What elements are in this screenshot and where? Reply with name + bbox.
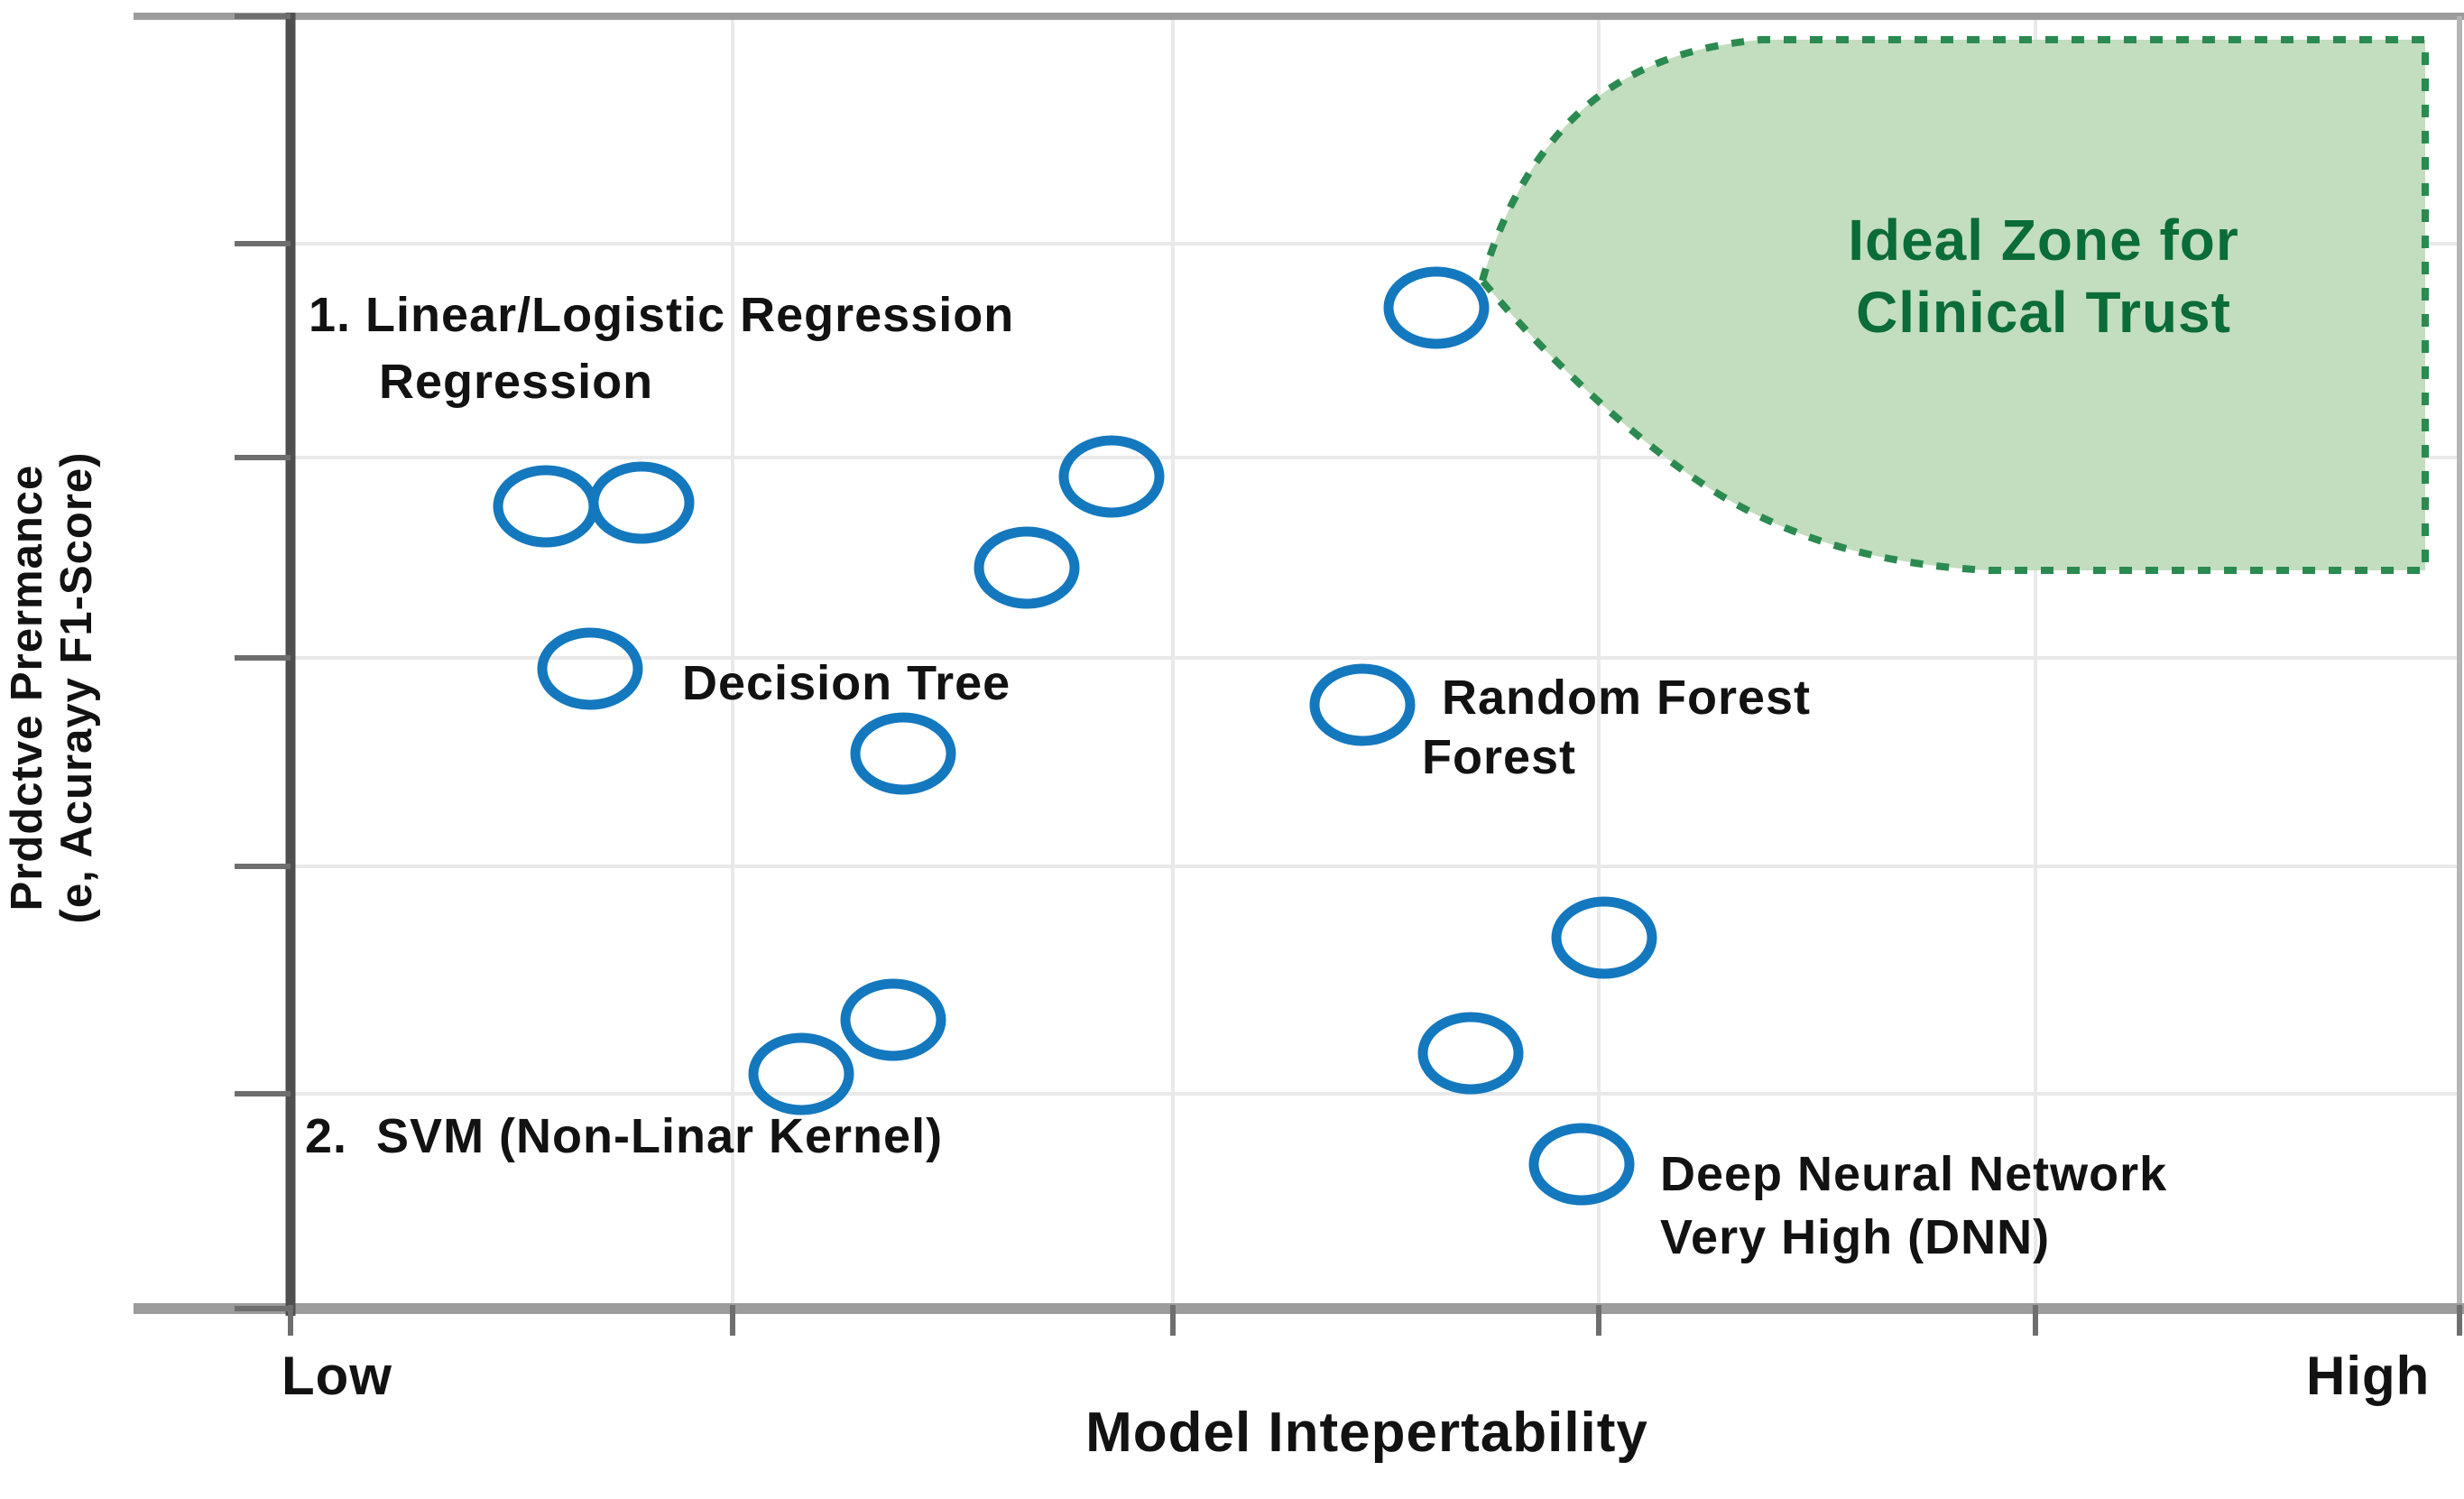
- x-tick-label-high: High: [2306, 1346, 2431, 1406]
- data-point-circle: [1309, 663, 1416, 746]
- data-point-circle: [588, 461, 695, 544]
- data-point-circle: [493, 465, 599, 548]
- data-point-circle: [1528, 1123, 1635, 1206]
- y-axis-title-line2: (e, Acurayy F1-Score): [52, 451, 101, 924]
- data-point-circle: [974, 526, 1080, 609]
- x-axis-title: Model Intepertability: [1085, 1402, 1648, 1464]
- y-axis-title-line1: Prddctve Prermance: [3, 464, 51, 911]
- y-axis-title: Prddctve Prermance (e, Acurayy F1-Score): [3, 452, 102, 924]
- data-point-circle: [1383, 266, 1490, 349]
- ideal-zone-title: Ideal Zone for Clinical Trust: [1710, 204, 2377, 348]
- ideal-zone-region: [1478, 36, 2429, 574]
- annotation-random-forest-line1: Random Forest: [1442, 671, 1812, 725]
- data-point-circle: [850, 712, 956, 795]
- annotation-dnn-line2: Very High (DNN): [1660, 1210, 2051, 1264]
- data-point-circle: [1551, 896, 1657, 979]
- annotation-decision-tree: Decision Tree: [682, 656, 1011, 710]
- ideal-zone-title-line2: Clinical Trust: [1856, 280, 2231, 345]
- data-point-circle: [537, 627, 643, 710]
- annotation-regression-line1: 1. Linear/Logistic Regression: [309, 288, 1015, 342]
- annotation-regression-line2: Regression: [379, 355, 654, 409]
- ideal-zone-title-line1: Ideal Zone for: [1848, 208, 2239, 273]
- x-tick-label-low: Low: [281, 1346, 392, 1406]
- annotation-svm: 2. SVM (Non-Linar Kernel): [305, 1109, 944, 1163]
- annotation-dnn-line1: Deep Neural Network: [1660, 1147, 2168, 1201]
- annotation-random-forest-line2: Forest: [1422, 730, 1577, 784]
- data-point-circle: [840, 978, 946, 1061]
- data-point-circle: [1058, 435, 1165, 518]
- data-point-circle: [1417, 1012, 1524, 1095]
- data-point-circle: [748, 1032, 854, 1115]
